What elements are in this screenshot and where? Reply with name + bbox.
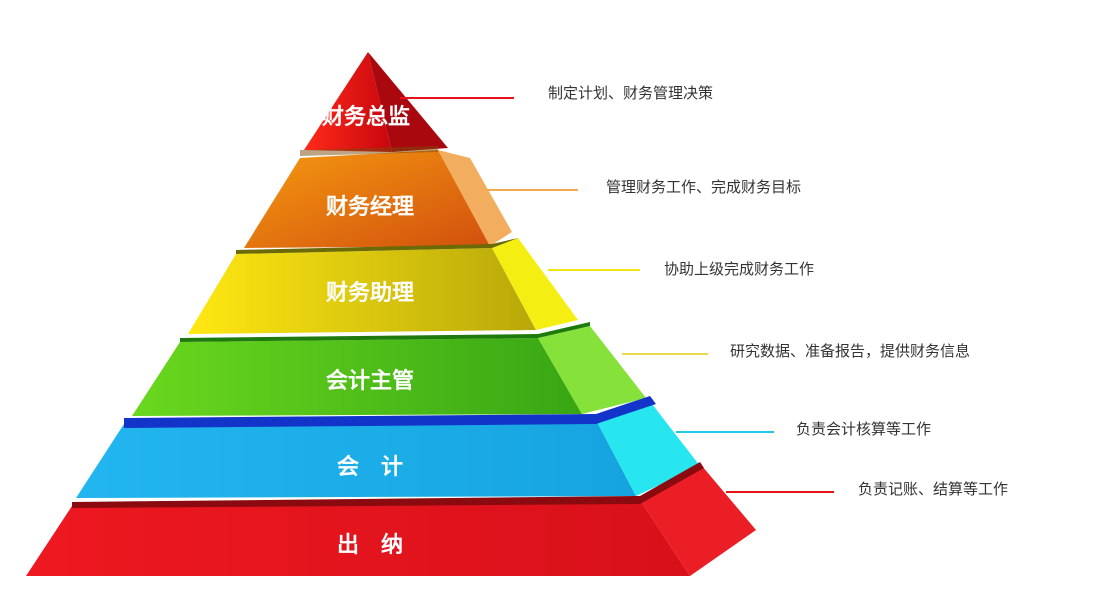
level-cashier — [26, 462, 756, 576]
level-accountant — [76, 396, 700, 498]
level-desc-5: 负责会计核算等工作 — [796, 420, 931, 438]
level-financial-director — [304, 52, 448, 152]
level-label-5: 会 计 — [337, 454, 403, 480]
level-label-2: 财务经理 — [326, 194, 414, 220]
level-label-3: 财务助理 — [326, 281, 414, 306]
level-desc-2: 管理财务工作、完成财务目标 — [606, 178, 801, 196]
level-label-6: 出 纳 — [337, 532, 403, 558]
level-desc-6: 负责记账、结算等工作 — [858, 480, 1008, 498]
level-desc-1: 制定计划、财务管理决策 — [548, 84, 713, 102]
level-desc-3: 协助上级完成财务工作 — [664, 260, 814, 278]
level-financial-assistant — [188, 238, 578, 334]
level-financial-manager — [244, 146, 512, 248]
level-label-4: 会计主管 — [326, 368, 414, 394]
level-label-1: 财务总监 — [322, 104, 410, 130]
level-accounting-supervisor — [132, 322, 646, 416]
level-desc-4: 研究数据、准备报告，提供财务信息 — [730, 342, 970, 360]
